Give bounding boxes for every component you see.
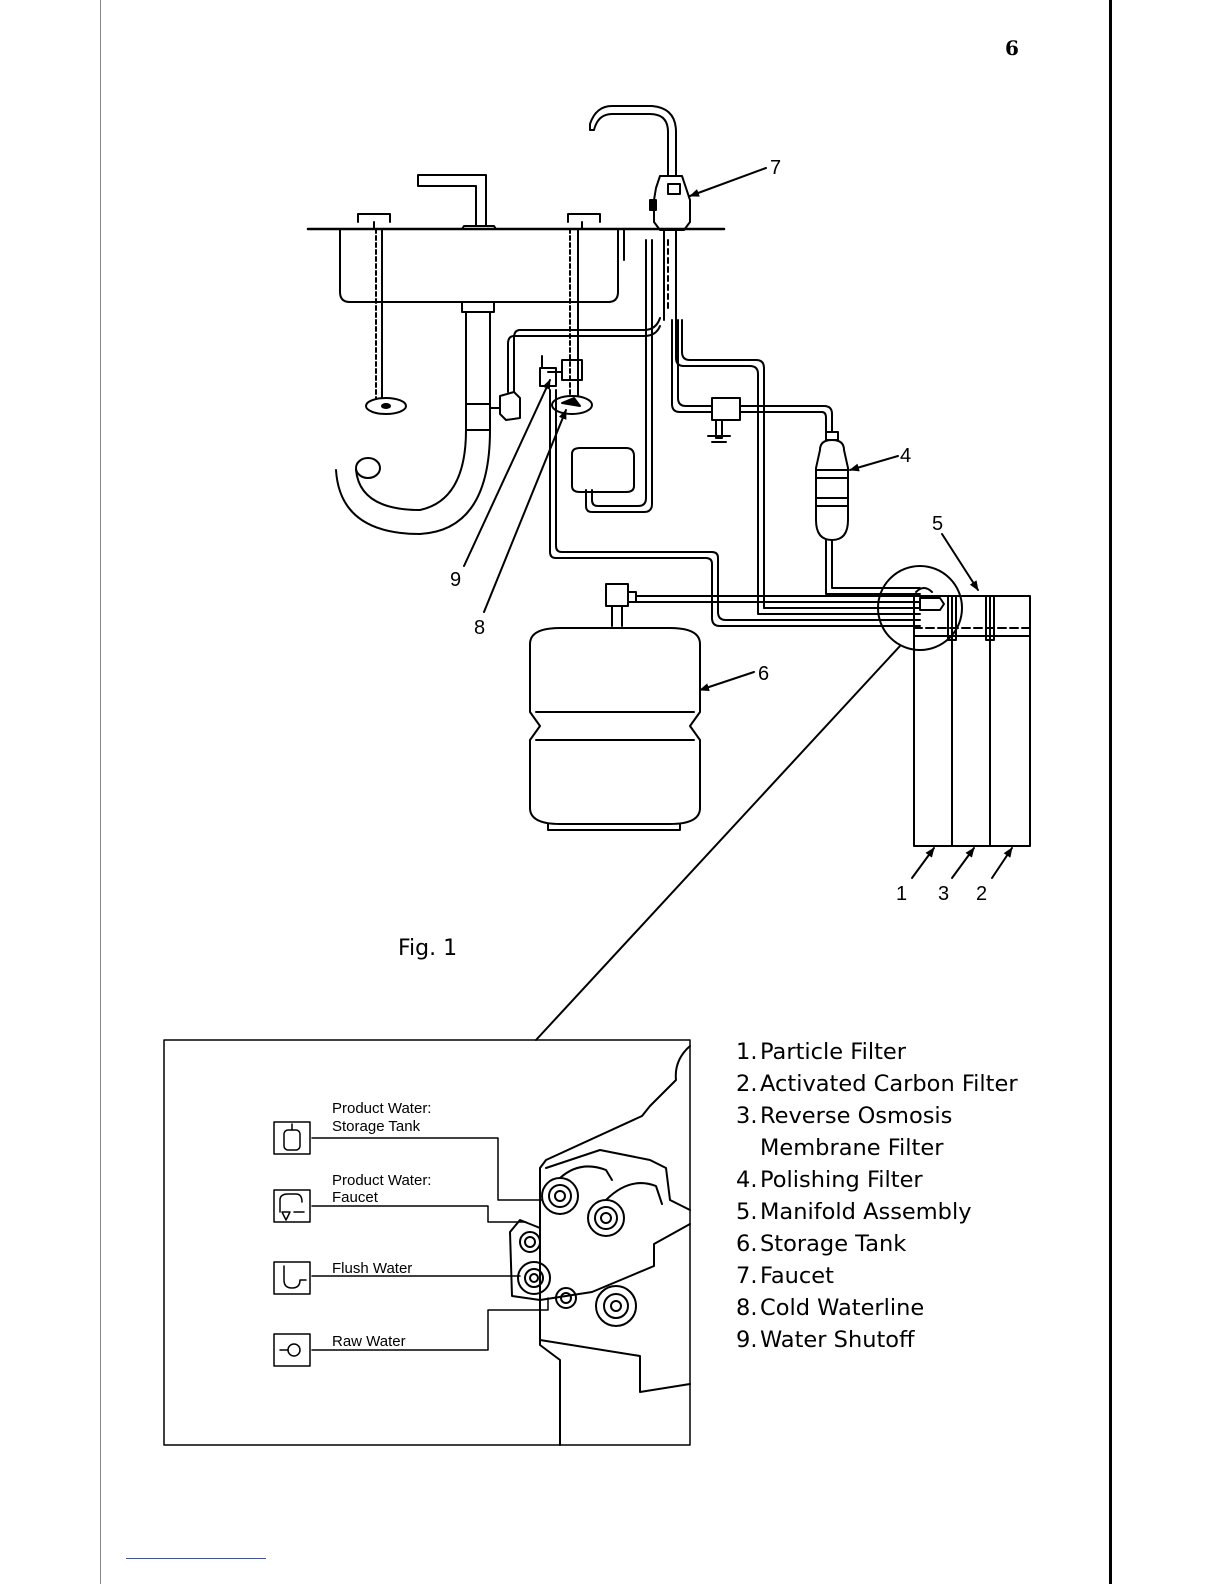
figure-caption: Fig. 1	[398, 936, 457, 961]
legend-item: 3.Reverse Osmosis Membrane Filter	[736, 1100, 1040, 1164]
legend-item: 5.Manifold Assembly	[736, 1196, 1040, 1228]
callout-5: 5	[932, 513, 943, 535]
port-label-raw: Raw Water	[332, 1333, 406, 1350]
legend-item: 6.Storage Tank	[736, 1228, 1040, 1260]
drain-saddle	[490, 392, 520, 420]
legend-item: 9.Water Shutoff	[736, 1324, 1040, 1356]
callout-6: 6	[758, 663, 769, 685]
callout-3: 3	[938, 883, 949, 905]
port-label-storage-line2: Storage Tank	[332, 1118, 421, 1135]
callout-1: 1	[896, 883, 907, 905]
storage-tank	[530, 584, 700, 830]
port-label-storage-line1: Product Water:	[332, 1100, 431, 1117]
port-label-faucet-line1: Product Water:	[332, 1172, 431, 1189]
port-label-flush: Flush Water	[332, 1260, 412, 1277]
drain-trap-icon	[274, 1262, 310, 1294]
legend-item: 2.Activated Carbon Filter	[736, 1068, 1040, 1100]
storage-tank-icon	[274, 1122, 310, 1154]
callout-2: 2	[976, 883, 987, 905]
air-gap-unit	[572, 448, 634, 492]
tee-fitting	[708, 398, 740, 442]
callout-leaders	[464, 168, 1012, 878]
sink	[308, 175, 724, 534]
water-shutoff-valve	[540, 356, 562, 386]
legend-item: 7.Faucet	[736, 1260, 1040, 1292]
polishing-filter	[816, 432, 848, 540]
supply-valve-icon	[274, 1334, 310, 1366]
legend-item: 1.Particle Filter	[736, 1036, 1040, 1068]
callout-9: 9	[450, 569, 461, 591]
faucet-icon	[274, 1190, 310, 1222]
ro-faucet	[590, 106, 690, 320]
legend-item: 4.Polishing Filter	[736, 1164, 1040, 1196]
port-label-faucet-line2: Faucet	[332, 1189, 379, 1206]
callout-8: 8	[474, 617, 485, 639]
tubing	[508, 240, 920, 626]
cold-waterline	[552, 229, 592, 414]
callout-4: 4	[900, 445, 911, 467]
filter-housings	[914, 596, 1030, 846]
legend-item: 8.Cold Waterline	[736, 1292, 1040, 1324]
callout-7: 7	[770, 157, 781, 179]
parts-legend: 1.Particle Filter 2.Activated Carbon Fil…	[736, 1036, 1040, 1356]
inset-zoom-line	[536, 646, 900, 1040]
